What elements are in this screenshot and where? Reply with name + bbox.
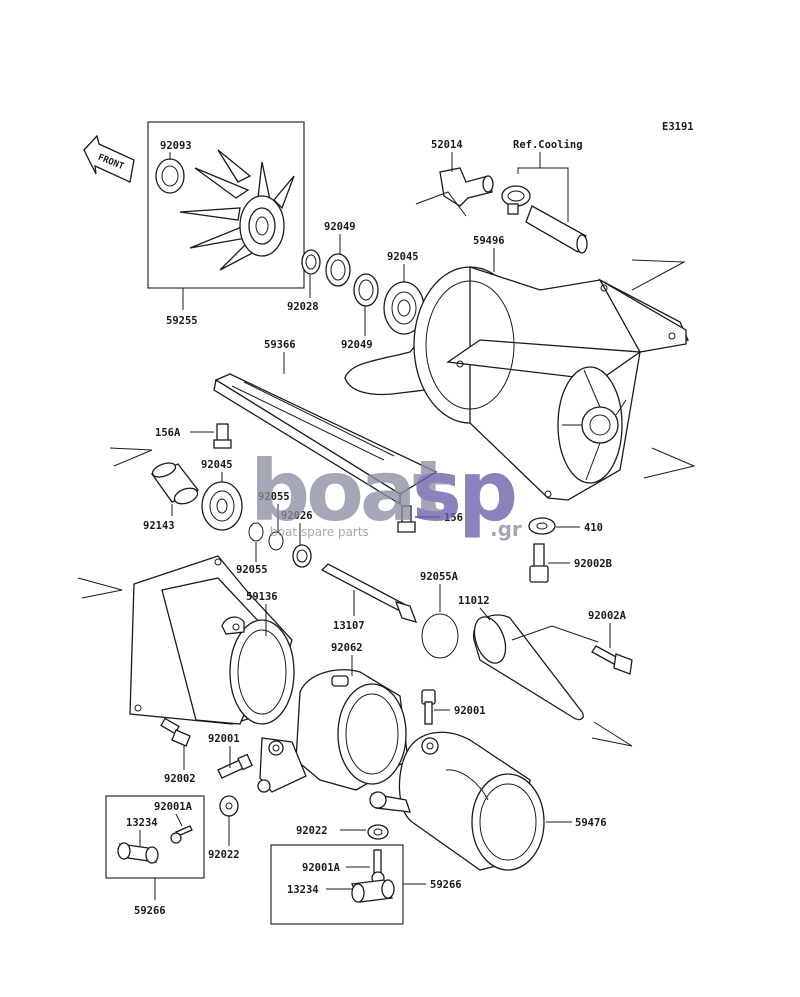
label-92055-top: 92055 bbox=[258, 491, 290, 503]
watermark-logo: boat sp .gr boat spare parts bbox=[250, 442, 522, 541]
label-59476: 59476 bbox=[575, 817, 607, 829]
label-59136: 59136 bbox=[246, 591, 278, 603]
label-92062: 92062 bbox=[331, 642, 363, 654]
label-92002A: 92002A bbox=[588, 610, 627, 622]
plate-59366 bbox=[213, 373, 438, 506]
label-52014: 52014 bbox=[431, 139, 463, 151]
label-156: 156 bbox=[444, 512, 463, 524]
label-410: 410 bbox=[584, 522, 603, 534]
watermark-main-right: sp bbox=[412, 442, 515, 540]
o-ring-92055-a bbox=[248, 522, 264, 542]
bolt-92002 bbox=[160, 717, 191, 747]
label-92049-top: 92049 bbox=[324, 221, 356, 233]
collar-92143 bbox=[150, 462, 200, 505]
ref-cooling-label: Ref.Cooling bbox=[513, 139, 583, 151]
steering-nozzle-59476 bbox=[369, 731, 545, 871]
label-92002: 92002 bbox=[164, 773, 196, 785]
label-92045-lower: 92045 bbox=[201, 459, 233, 471]
diagram-code: E3191 bbox=[662, 121, 694, 133]
bushing-92026 bbox=[292, 544, 312, 568]
label-92093: 92093 bbox=[160, 140, 192, 152]
label-59266-left: 59266 bbox=[134, 905, 166, 917]
label-92055-bottom: 92055 bbox=[236, 564, 268, 576]
hose-clamp bbox=[501, 185, 531, 215]
bushing-92093 bbox=[155, 158, 185, 194]
impeller-59255 bbox=[179, 149, 295, 271]
spacer-92028 bbox=[301, 249, 321, 275]
label-92049-bottom: 92049 bbox=[341, 339, 373, 351]
nozzle-92062 bbox=[257, 669, 409, 793]
label-59366: 59366 bbox=[264, 339, 296, 351]
label-92001A-left: 92001A bbox=[154, 801, 193, 813]
washer-92022-right bbox=[367, 824, 389, 840]
label-59496: 59496 bbox=[473, 235, 505, 247]
cooling-hose bbox=[525, 205, 588, 254]
label-59255: 59255 bbox=[166, 315, 198, 327]
label-92045-top: 92045 bbox=[387, 251, 419, 263]
ball-joint-13234-left bbox=[117, 842, 159, 864]
oil-seal-92049-lower bbox=[353, 273, 379, 307]
cone-11012 bbox=[473, 614, 584, 721]
label-59266-right: 59266 bbox=[430, 879, 462, 891]
bolt-156A bbox=[213, 423, 232, 449]
label-92001-left: 92001 bbox=[208, 733, 240, 745]
label-92026: 92026 bbox=[281, 510, 313, 522]
watermark-suffix: .gr bbox=[490, 517, 522, 541]
label-13234-left: 13234 bbox=[126, 817, 158, 829]
o-ring-92055A bbox=[421, 613, 459, 659]
impeller-group-box bbox=[147, 121, 305, 289]
watermark-main-left: boat bbox=[250, 442, 452, 540]
label-92143: 92143 bbox=[143, 520, 175, 532]
bolt-92001A-right bbox=[371, 849, 385, 885]
label-156A: 156A bbox=[155, 427, 181, 439]
label-13234-right: 13234 bbox=[287, 884, 319, 896]
bearing-92045-lower bbox=[201, 481, 243, 531]
watermark-tagline: boat spare parts bbox=[270, 525, 369, 539]
bolt-92002A bbox=[591, 645, 633, 675]
bolt-156 bbox=[397, 505, 416, 533]
pump-case-59496 bbox=[344, 266, 689, 501]
fitting-52014 bbox=[439, 167, 494, 207]
label-92028: 92028 bbox=[287, 301, 319, 313]
label-13107: 13107 bbox=[333, 620, 365, 632]
label-11012: 11012 bbox=[458, 595, 490, 607]
label-92055A: 92055A bbox=[420, 571, 459, 583]
washer-92022-left bbox=[219, 795, 239, 817]
label-92001-right: 92001 bbox=[454, 705, 486, 717]
front-arrow-icon: FRONT bbox=[83, 134, 135, 183]
oil-seal-92049-upper bbox=[325, 253, 351, 287]
washer-410 bbox=[528, 517, 556, 535]
bolt-92001A-left bbox=[170, 825, 193, 844]
o-ring-92055-b bbox=[268, 531, 284, 551]
stator-59136 bbox=[129, 555, 295, 725]
label-92022-left: 92022 bbox=[208, 849, 240, 861]
shaft-13107 bbox=[320, 563, 418, 623]
bolt-92001-right bbox=[421, 689, 436, 725]
label-92022-right: 92022 bbox=[296, 825, 328, 837]
label-92001A-right: 92001A bbox=[302, 862, 341, 874]
ball-joint-13234-right bbox=[351, 879, 395, 903]
bolt-92001-left bbox=[217, 753, 253, 779]
label-92002B: 92002B bbox=[574, 558, 612, 570]
bolt-92002B bbox=[529, 543, 549, 583]
